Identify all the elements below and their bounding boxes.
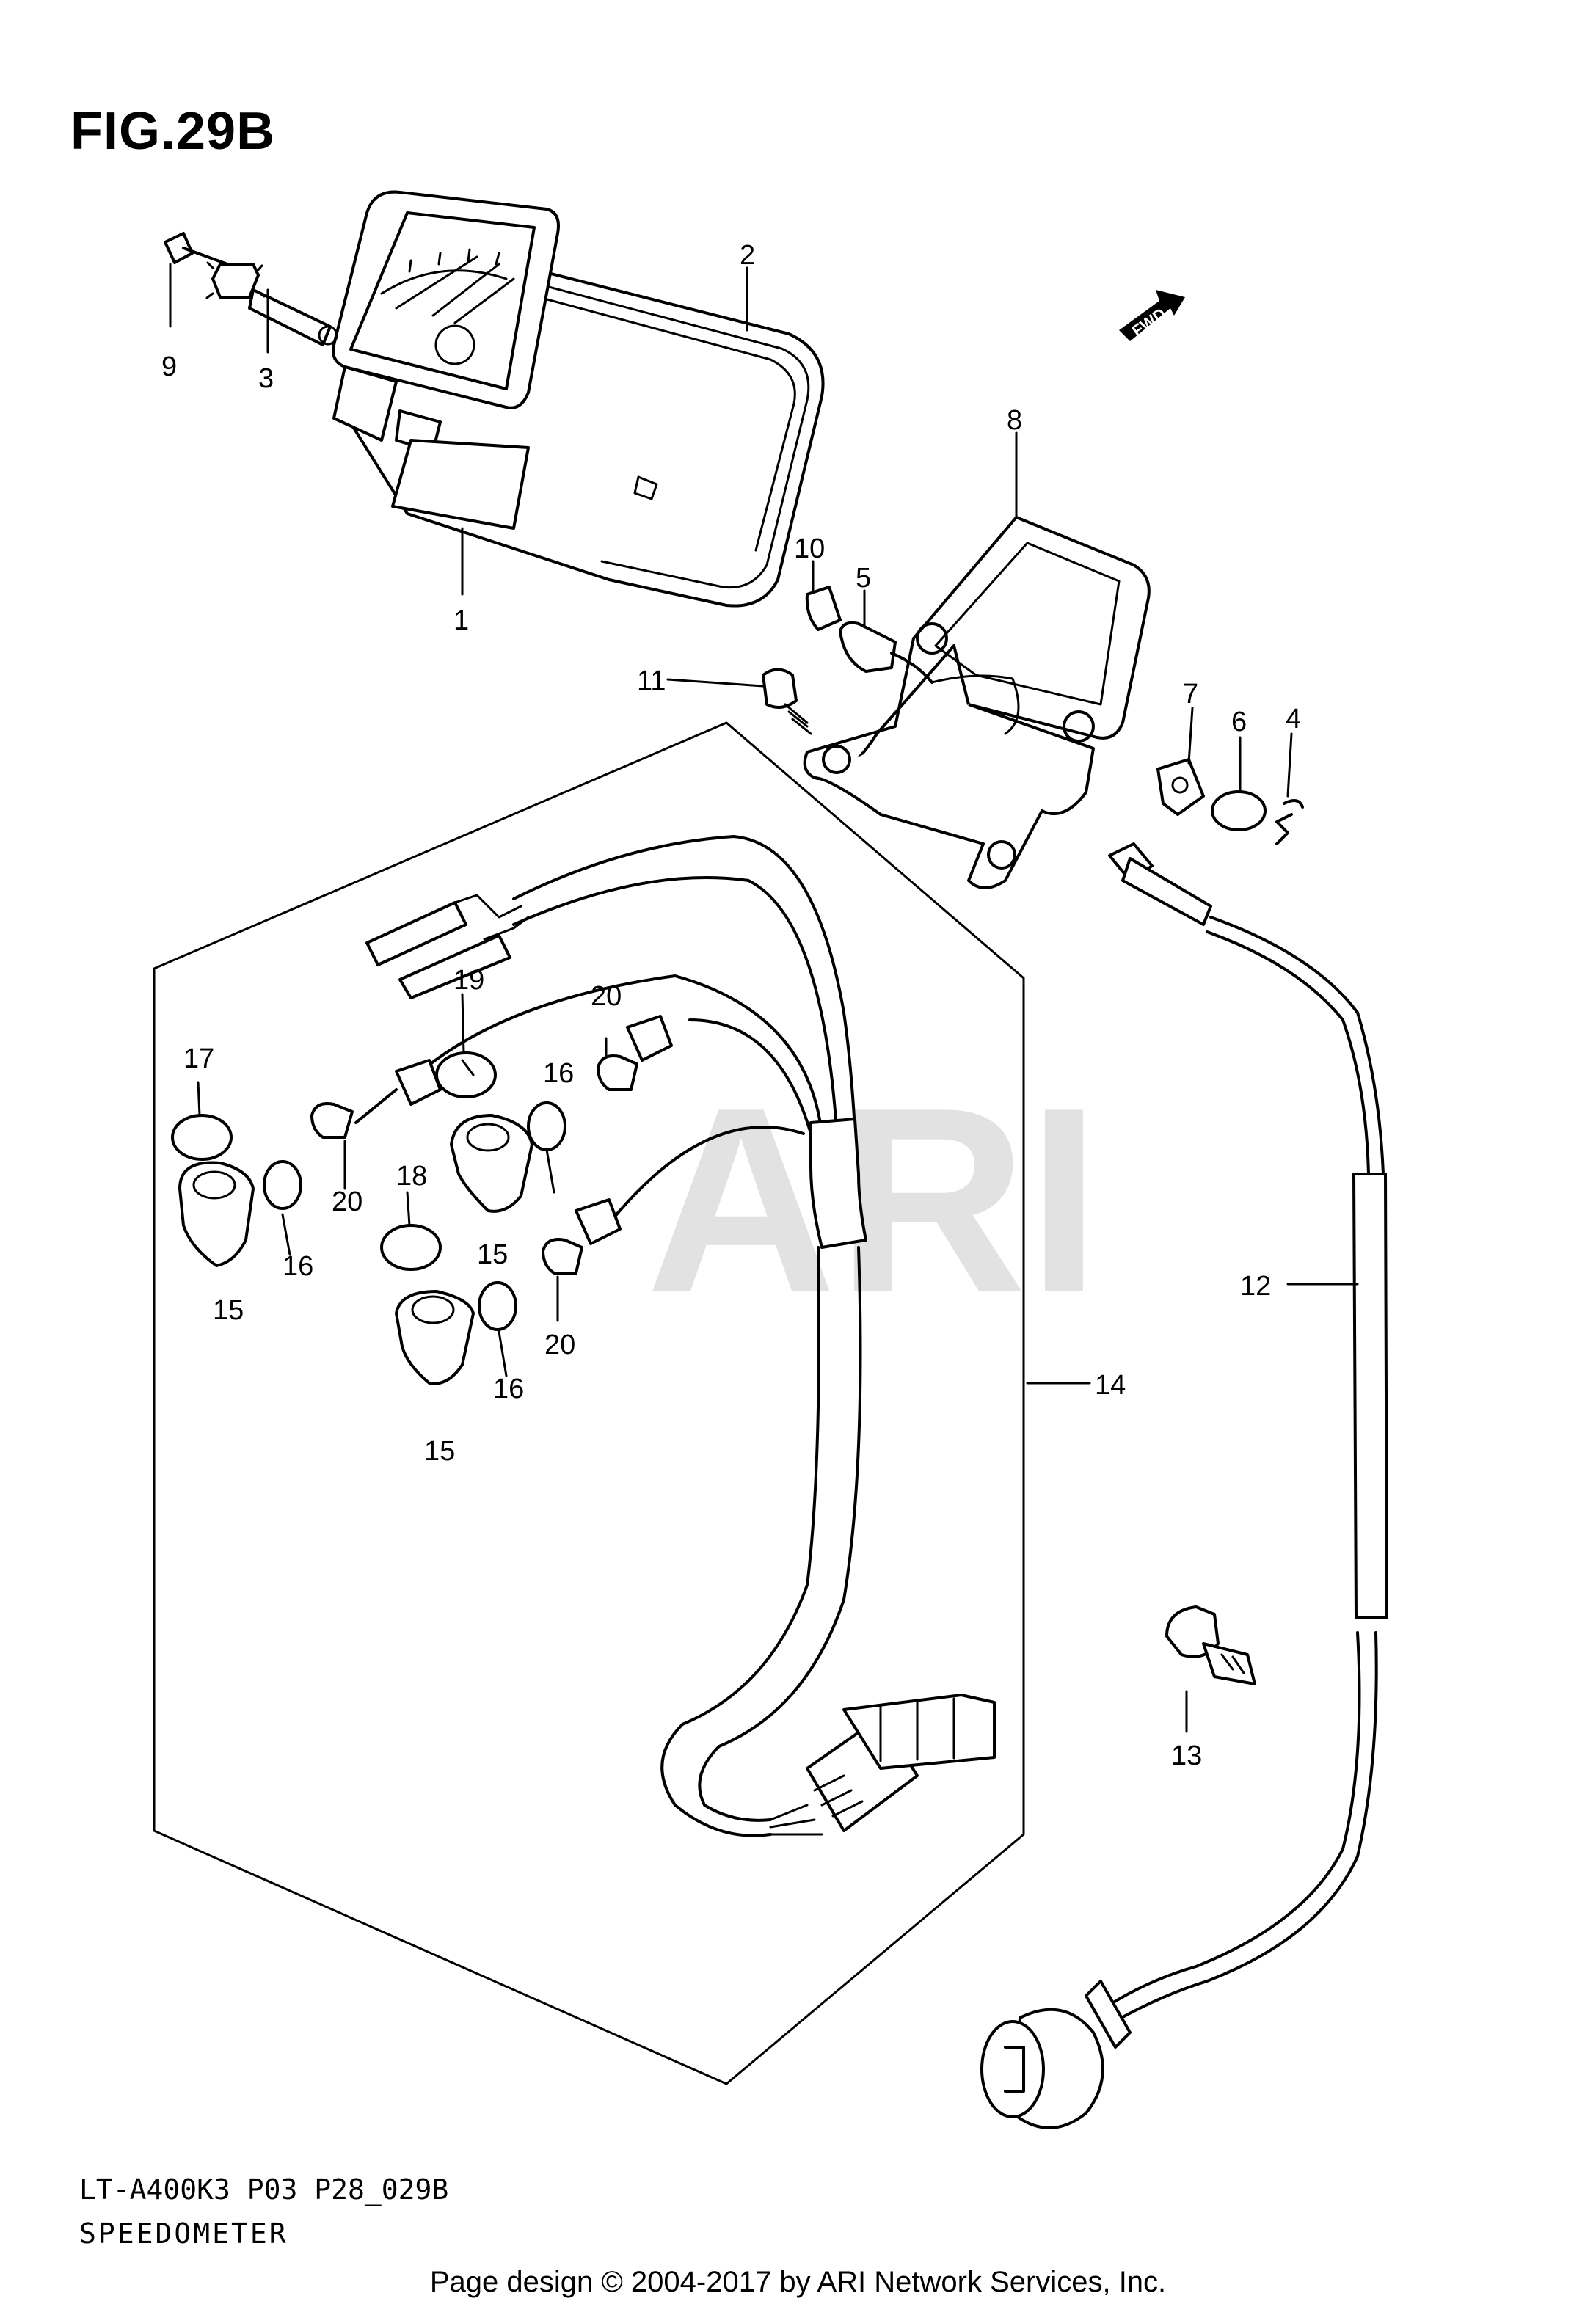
callout-4: 4 [1286, 704, 1301, 734]
callout-16-a: 16 [283, 1251, 313, 1282]
callout-7: 7 [1183, 679, 1198, 710]
cable-clamp [1165, 1605, 1256, 1685]
speedometer-cable [980, 842, 1388, 2129]
harness-bulb-sockets [310, 1015, 673, 1275]
callout-15-a: 15 [213, 1295, 244, 1326]
callout-1: 1 [453, 605, 469, 636]
callout-labels: 1 2 3 4 5 6 7 8 9 10 11 12 13 14 15 15 1… [161, 240, 1301, 1771]
figure-title: FIG.29B [70, 102, 276, 161]
callout-6: 6 [1231, 707, 1247, 737]
callout-10: 10 [794, 533, 825, 564]
meter-housing-bracket [803, 516, 1151, 889]
callout-18: 18 [396, 1161, 427, 1192]
callout-3: 3 [258, 363, 274, 394]
washers-and-clip [1156, 758, 1304, 845]
figure-caption: SPEEDOMETER [79, 2217, 288, 2250]
callout-5: 5 [856, 563, 871, 594]
leader-lines [169, 263, 1359, 1733]
drive-shaft-and-screw [164, 232, 338, 346]
callout-9: 9 [161, 351, 177, 382]
watermark-text: ARI [646, 1053, 1101, 1348]
callout-19: 19 [453, 965, 484, 996]
callout-17: 17 [183, 1043, 214, 1074]
callout-16-c: 16 [493, 1374, 524, 1404]
callout-15-b: 15 [477, 1239, 508, 1270]
callout-12: 12 [1240, 1271, 1271, 1302]
callout-14: 14 [1095, 1370, 1126, 1401]
callout-8: 8 [1007, 405, 1022, 436]
callout-20-c: 20 [544, 1330, 575, 1360]
fwd-direction-marker: FWD [1119, 290, 1185, 341]
callout-16-b: 16 [543, 1058, 574, 1089]
speedometer-meter [332, 190, 658, 530]
harness-group-frame [153, 721, 1025, 2085]
callout-20-b: 20 [591, 981, 622, 1012]
wire-harness [365, 835, 996, 1837]
bulb-and-socket [762, 586, 933, 735]
callout-20-a: 20 [332, 1186, 362, 1217]
callout-2: 2 [740, 240, 755, 271]
callout-13: 13 [1171, 1740, 1202, 1771]
grommets-and-caps [171, 1051, 566, 1385]
copyright-footer: Page design © 2004-2017 by ARI Network S… [429, 2266, 1167, 2298]
model-code: LT-A400K3 P03 P28_029B [79, 2173, 449, 2206]
callout-15-c: 15 [424, 1436, 455, 1467]
callout-11: 11 [637, 666, 666, 696]
